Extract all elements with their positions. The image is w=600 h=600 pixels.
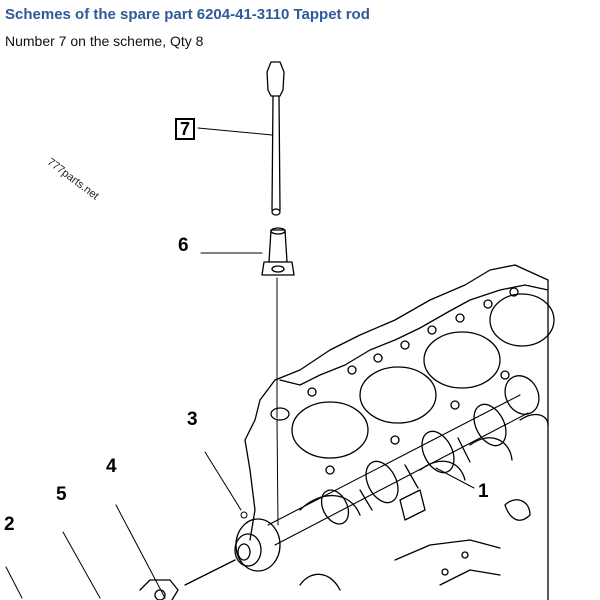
callout-2[interactable]: 2: [4, 514, 15, 535]
tappet-part: [261, 227, 295, 526]
page-subtitle: Number 7 on the scheme, Qty 8: [5, 33, 204, 49]
callout-4[interactable]: 4: [106, 456, 117, 477]
leader-lines: [5, 127, 475, 599]
tappet-rod-part: [266, 61, 285, 216]
thrust-plate: [139, 559, 236, 600]
callout-7[interactable]: 7: [175, 118, 196, 140]
camshaft: [234, 375, 540, 572]
engine-block: [244, 264, 555, 600]
parts-scheme-drawing: [5, 61, 555, 600]
callout-6[interactable]: 6: [178, 235, 189, 256]
callout-5[interactable]: 5: [56, 484, 67, 505]
callout-3[interactable]: 3: [187, 409, 198, 430]
page-title: Schemes of the spare part 6204-41-3110 T…: [5, 6, 370, 23]
callout-1[interactable]: 1: [478, 481, 489, 502]
